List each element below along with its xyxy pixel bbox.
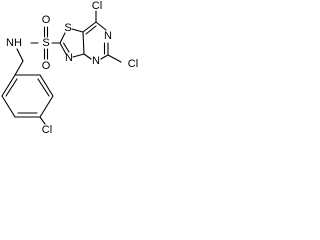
bond-n4-c3a [83,53,92,60]
atom-cl-right: Cl [128,58,138,70]
bond-c7a-c3a [82,31,85,55]
atom-s-sulfonyl: S [42,37,49,49]
atom-o-lower: O [42,60,51,72]
bond-ch2-benzene [14,60,24,76]
bond-c7a-c7-double [85,25,97,35]
bond-benz-cl [39,116,46,125]
chemical-structure-diagram: NH S O O S N N N Cl Cl Cl [1,0,138,136]
atom-n-ring-1: N [65,52,73,64]
bond-benz-2 [1,95,16,118]
bond-benz-5 [39,74,54,97]
bond-c2-s-ring [59,32,66,44]
bond-lines [1,10,122,125]
bond-nh-ch2 [16,48,24,62]
atom-cl-top: Cl [92,0,102,12]
atom-n-ring-2: N [104,30,112,42]
bond-c7-n6 [95,21,107,31]
bond-benz-4 [39,95,54,118]
bond-c7a-c7 [82,21,97,33]
atom-n-ring-3: N [92,55,100,67]
atom-s-ring: S [64,22,71,34]
bond-s-ring-c7a [71,28,84,33]
bond-n3-c2 [59,42,67,55]
bond-c5-n4 [100,54,109,60]
atom-o-upper: O [42,14,51,26]
bond-benz-1-double [5,78,18,97]
bond-c5-cl [107,54,122,63]
atom-labels: NH S O O S N N N Cl Cl Cl [6,0,138,136]
atom-cl-bottom: Cl [42,124,52,136]
bond-benz-5-double [37,78,50,97]
bond-n3-c2-double [62,42,70,53]
atom-nh: NH [6,37,22,49]
bond-c3a-n3 [72,53,85,58]
bond-benz-1 [1,74,16,97]
